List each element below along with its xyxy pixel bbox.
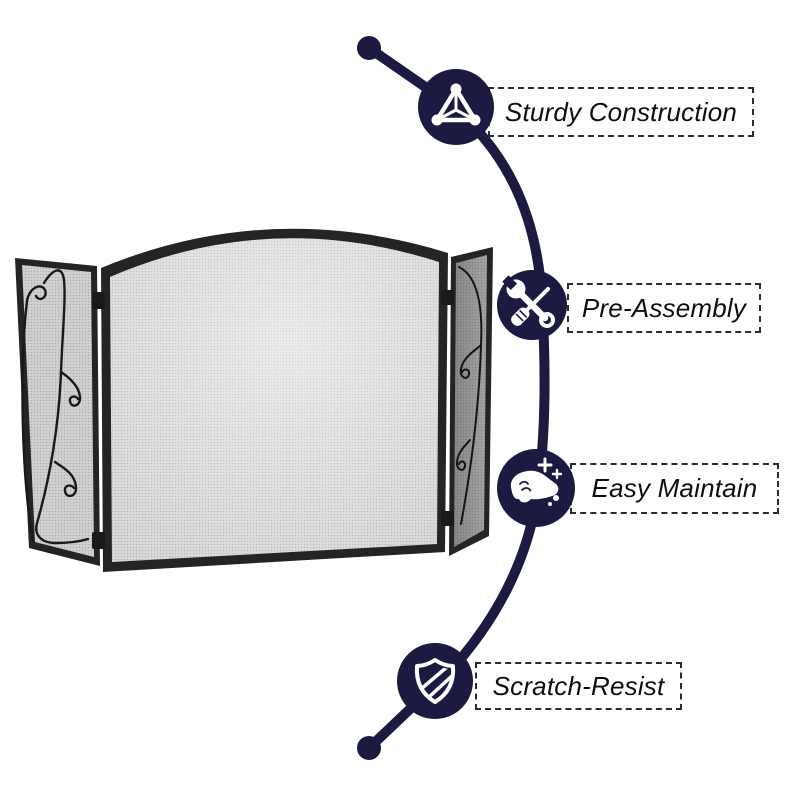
left-panel-scroll-ornament	[21, 269, 90, 545]
feature-label-box: Easy Maintain	[570, 463, 779, 514]
curve-endpoint-dot-bottom	[357, 736, 381, 760]
feature-label-box: Pre-Assembly	[567, 283, 761, 333]
feature-icon-badge	[418, 69, 494, 145]
feature-icon-badge	[497, 270, 567, 340]
curve-endpoint-dot-top	[357, 36, 381, 60]
connector-curve	[357, 36, 550, 760]
feature-label: Scratch-Resist	[492, 670, 665, 701]
striped-shield-icon	[414, 658, 456, 704]
wrench-screwdriver-icon	[502, 275, 555, 328]
feature-icon-badge	[397, 643, 473, 719]
feature-label: Sturdy Construction	[504, 96, 738, 127]
wipe-clean-hand-icon	[510, 457, 563, 506]
feature-label-box: Sturdy Construction	[488, 87, 754, 137]
feature-icon-badge	[497, 449, 575, 527]
right-panel-scroll-ornament	[455, 266, 483, 525]
feature-label: Pre-Assembly	[581, 292, 747, 323]
panel-hinges	[92, 290, 454, 549]
truss-triangle-icon	[431, 83, 481, 126]
feature-label: Easy Maintain	[591, 473, 758, 503]
feature-label-box: Scratch-Resist	[475, 662, 682, 710]
center-panel	[101, 228, 448, 573]
right-panel	[449, 247, 493, 556]
left-panel	[15, 258, 100, 566]
